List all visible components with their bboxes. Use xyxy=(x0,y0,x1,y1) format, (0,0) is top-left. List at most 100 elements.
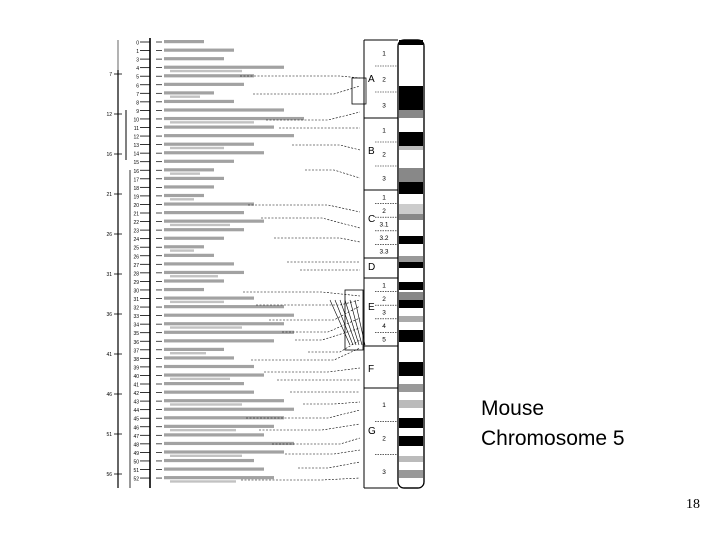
chromosome-band xyxy=(399,316,423,322)
marker-text-line xyxy=(170,480,236,483)
band-number: 1 xyxy=(382,194,386,201)
connector-line xyxy=(274,237,361,243)
marker-text-line xyxy=(164,424,274,428)
marker-text-line xyxy=(164,382,244,386)
left-scale-label: 16 xyxy=(106,152,112,158)
band-number: 1 xyxy=(382,128,386,135)
cm-position-label: 12 xyxy=(133,135,139,141)
marker-text-line xyxy=(170,403,242,406)
cm-position-label: 24 xyxy=(133,237,139,243)
cm-position-label: 52 xyxy=(133,477,139,483)
chromosome-band xyxy=(399,236,423,244)
marker-text-line xyxy=(170,377,230,381)
marker-text-line xyxy=(164,185,214,189)
marker-text-line xyxy=(164,228,244,232)
connector-line xyxy=(259,423,361,431)
chromosome-band xyxy=(399,418,423,428)
marker-text-line xyxy=(164,407,294,411)
marker-text-line xyxy=(164,373,264,377)
marker-text-line xyxy=(164,40,204,44)
band-number: 3.2 xyxy=(379,235,388,242)
cm-position-label: 36 xyxy=(133,340,139,346)
marker-text-line xyxy=(170,275,218,278)
connector-line xyxy=(240,75,361,79)
marker-text-line xyxy=(164,159,234,163)
marker-text-line xyxy=(164,151,264,155)
chromosome-band xyxy=(399,214,423,220)
cm-position-label: 50 xyxy=(133,459,139,465)
marker-text-line xyxy=(164,245,204,249)
cm-position-label: 14 xyxy=(133,152,139,158)
connector-box xyxy=(344,289,364,351)
band-number: 3.3 xyxy=(379,249,388,256)
marker-text-line xyxy=(164,458,254,463)
band-number: 2 xyxy=(382,436,386,443)
chromosome-band xyxy=(399,132,423,146)
band-number: 3 xyxy=(382,103,386,110)
cm-position-label: 10 xyxy=(133,117,139,123)
marker-text-line xyxy=(164,330,294,334)
left-scale-label: 21 xyxy=(106,192,112,198)
marker-text-line xyxy=(164,116,304,121)
chromosome-outline xyxy=(397,39,425,489)
band-number: 3.1 xyxy=(379,222,388,229)
cm-position-label: 51 xyxy=(133,468,139,474)
connector-line xyxy=(269,305,361,321)
cm-position-label: 4 xyxy=(136,66,139,72)
marker-text-line xyxy=(170,300,224,304)
marker-text-line xyxy=(164,262,234,266)
marker-text-line xyxy=(170,454,242,457)
cm-position-label: 47 xyxy=(133,434,139,440)
chromosome-band xyxy=(399,256,423,262)
connector-line xyxy=(256,299,361,306)
cm-position-label: 6 xyxy=(136,83,139,89)
marker-text-line xyxy=(164,467,264,471)
cm-position-label: 20 xyxy=(133,203,139,209)
marker-text-line xyxy=(164,176,224,180)
connector-line xyxy=(305,169,361,179)
cm-position-label: 44 xyxy=(133,408,139,414)
connector-line xyxy=(282,317,361,333)
marker-text-line xyxy=(164,364,254,369)
cm-position-label: 31 xyxy=(133,297,139,303)
marker-text-line xyxy=(164,322,284,326)
chromosome-band xyxy=(399,40,423,45)
cm-position-label: 34 xyxy=(133,323,139,329)
connector-line xyxy=(251,347,361,361)
figure-title-line-2: Chromosome 5 xyxy=(481,427,625,450)
chromosome-band xyxy=(399,400,423,408)
page-number: 18 xyxy=(686,497,700,512)
cm-position-label: 5 xyxy=(136,75,139,81)
marker-text-line xyxy=(164,287,204,292)
band-number: 2 xyxy=(382,152,386,159)
cm-position-label: 27 xyxy=(133,263,139,269)
chromosome-band xyxy=(399,330,423,342)
band-number: 3 xyxy=(382,310,386,317)
chromosome-band xyxy=(399,292,423,300)
region-letter: D xyxy=(368,262,375,273)
cm-position-label: 26 xyxy=(133,254,139,260)
cm-position-label: 40 xyxy=(133,374,139,380)
cm-position-label: 13 xyxy=(133,143,139,149)
band-number: 1 xyxy=(382,51,386,58)
cm-position-label: 35 xyxy=(133,331,139,337)
left-scale-label: 12 xyxy=(106,112,112,118)
marker-text-line xyxy=(164,279,224,283)
cm-position-label: 23 xyxy=(133,229,139,235)
marker-text-line xyxy=(164,48,234,52)
connector-line xyxy=(272,437,361,445)
region-letter: B xyxy=(368,146,375,157)
cm-position-label: 3 xyxy=(136,58,139,64)
band-number: 5 xyxy=(382,337,386,344)
cm-position-label: 0 xyxy=(136,41,139,47)
band-number: 4 xyxy=(382,323,386,330)
left-scale-label: 26 xyxy=(106,232,112,238)
marker-text-line xyxy=(164,305,284,309)
connector-line xyxy=(261,217,361,229)
marker-text-line xyxy=(164,108,284,112)
left-scale-label: 41 xyxy=(106,352,112,358)
left-scale-label: 51 xyxy=(106,432,112,438)
